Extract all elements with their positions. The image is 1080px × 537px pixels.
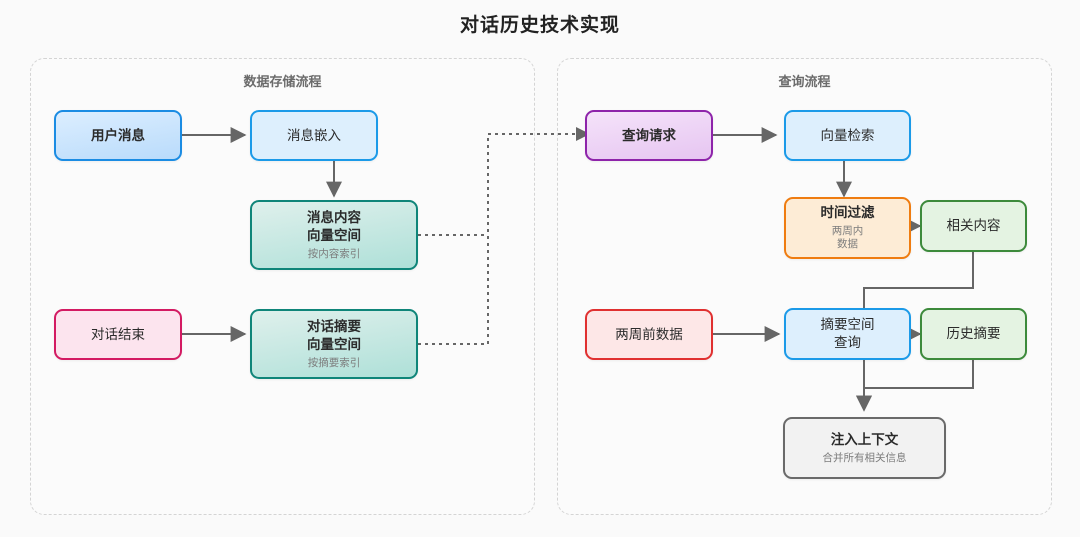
node-vector-search-label: 向量检索 (820, 127, 875, 143)
page-title: 对话历史技术实现 (459, 15, 620, 36)
node-message-embedding[interactable]: 消息嵌入 (250, 110, 378, 161)
node-inject-context[interactable]: 注入上下文 合并所有相关信息 (783, 417, 946, 479)
node-summary-vector-sub: 按摘要索引 (307, 356, 361, 369)
node-user-message-label: 用户消息 (91, 127, 145, 143)
node-message-embedding-label: 消息嵌入 (287, 127, 341, 143)
node-inject-context-sub: 合并所有相关信息 (822, 451, 907, 464)
node-time-filter-label: 时间过滤 (820, 205, 875, 221)
node-dialog-end-label: 对话结束 (91, 326, 145, 342)
node-message-vector[interactable]: 消息内容 向量空间 按内容索引 (250, 200, 418, 270)
node-time-filter-sub: 两周内 数据 (831, 225, 864, 251)
node-old-data-label: 两周前数据 (615, 326, 683, 342)
node-dialog-end[interactable]: 对话结束 (54, 309, 182, 360)
node-related-content[interactable]: 相关内容 (920, 200, 1027, 252)
node-message-vector-sub: 按内容索引 (307, 247, 361, 260)
node-time-filter[interactable]: 时间过滤 两周内 数据 (784, 197, 911, 259)
node-query-request[interactable]: 查询请求 (585, 110, 713, 161)
node-related-content-label: 相关内容 (946, 218, 1001, 234)
node-summary-query-label: 摘要空间 查询 (820, 317, 875, 350)
group-query-title: 查询流程 (778, 74, 831, 89)
node-summary-vector[interactable]: 对话摘要 向量空间 按摘要索引 (250, 309, 418, 379)
node-user-message[interactable]: 用户消息 (54, 110, 182, 161)
node-message-vector-label: 消息内容 向量空间 (307, 210, 361, 243)
node-history-summary[interactable]: 历史摘要 (920, 308, 1027, 360)
node-inject-context-label: 注入上下文 (830, 432, 899, 448)
node-summary-vector-label: 对话摘要 向量空间 (307, 319, 361, 352)
node-query-request-label: 查询请求 (622, 127, 676, 143)
node-summary-query[interactable]: 摘要空间 查询 (784, 308, 911, 360)
node-vector-search[interactable]: 向量检索 (784, 110, 911, 161)
node-old-data[interactable]: 两周前数据 (585, 309, 713, 360)
group-storage-title: 数据存储流程 (243, 74, 322, 89)
node-history-summary-label: 历史摘要 (946, 326, 1001, 342)
